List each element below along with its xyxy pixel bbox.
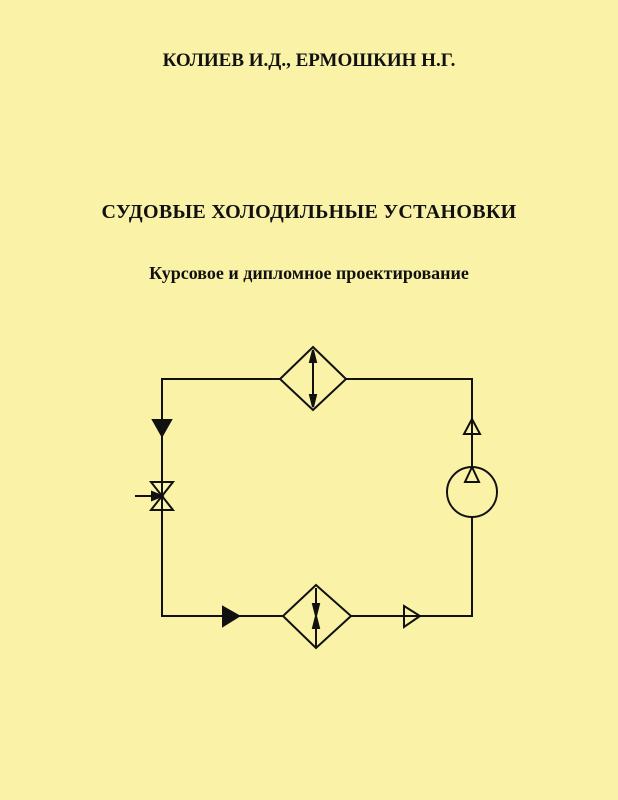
flow-arrow-up-icon	[462, 416, 482, 435]
flow-arrow-down-filled-icon	[151, 419, 173, 439]
evaporator-symbol	[281, 583, 353, 650]
compressor-symbol	[446, 464, 498, 518]
condenser-symbol	[278, 345, 348, 412]
expansion-valve-symbol	[135, 481, 176, 511]
book-subtitle: Курсовое и дипломное проектирование	[149, 263, 469, 283]
flow-arrow-right-icon	[403, 604, 422, 629]
pipe-loop	[161, 378, 473, 617]
flow-arrow-right-filled-icon	[222, 605, 241, 628]
authors: КОЛИЕВ И.Д., ЕРМОШКИН Н.Г.	[162, 50, 456, 71]
book-title: СУДОВЫЕ ХОЛОДИЛЬНЫЕ УСТАНОВКИ	[101, 201, 517, 223]
